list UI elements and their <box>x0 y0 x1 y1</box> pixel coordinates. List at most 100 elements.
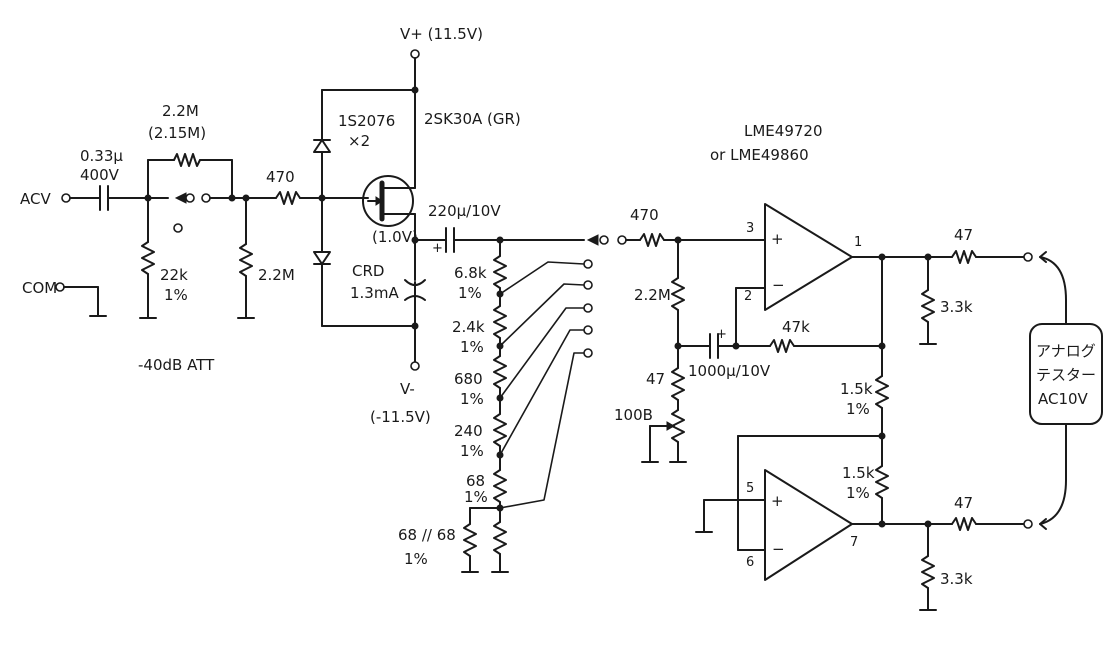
diode-lower-icon <box>313 251 331 265</box>
resistor-1k5-a <box>875 375 889 409</box>
selector-arrow-icon <box>586 234 599 246</box>
jfet-arrow-icon <box>375 196 383 206</box>
out1-terminal <box>1023 252 1033 262</box>
switch-pos-1 <box>583 259 593 269</box>
resistor-3k3-1 <box>921 289 935 323</box>
meter-label-3: AC10V <box>1038 390 1089 408</box>
tap-wire-2 <box>499 283 585 347</box>
resistor-68-par-a <box>463 523 477 557</box>
tap-wire-5 <box>499 352 585 509</box>
node-47k <box>878 342 886 350</box>
label-cap-in: 0.33μ <box>80 147 123 165</box>
label-diode-count: ×2 <box>348 132 370 150</box>
label-1k5-b-tol: 1% <box>846 484 870 502</box>
probe-tip-bot-icon <box>1039 518 1047 530</box>
label-1k5-a: 1.5k <box>840 380 873 398</box>
analog-meter-box <box>1029 323 1103 425</box>
label-1k5-a-tol: 1% <box>846 400 870 418</box>
pin-2: 2 <box>744 289 752 304</box>
label-470-sw: 470 <box>630 206 659 224</box>
switch-pos-5 <box>583 348 593 358</box>
label-1k5-b: 1.5k <box>842 464 875 482</box>
label-100b: 100B <box>614 406 653 424</box>
label-68-tol: 1% <box>464 488 488 506</box>
label-2m2-in: 2.2M <box>634 286 671 304</box>
resistor-68-par-b <box>493 521 507 555</box>
resistor-2m2-fb <box>173 153 201 167</box>
meter-label-1: アナログ <box>1036 342 1096 360</box>
label-vminus: V- <box>400 380 415 398</box>
label-opamp1: LME49720 <box>744 122 823 140</box>
label-cap1000-plus: + <box>716 327 727 342</box>
vminus-terminal <box>410 361 420 371</box>
opamp-2 <box>764 469 853 581</box>
label-bias-v: (1.0V) <box>372 228 418 246</box>
switch-pos-2 <box>583 280 593 290</box>
label-r-fb-alt: (2.15M) <box>148 124 206 142</box>
resistor-47-gain <box>671 367 685 401</box>
jfet-body <box>362 175 414 227</box>
resistor-22k <box>141 241 155 275</box>
resistor-2m2-in <box>671 277 685 311</box>
opamp1-minus: − <box>772 276 785 294</box>
label-47-out1: 47 <box>954 226 973 244</box>
tap-wire-3 <box>499 307 585 399</box>
pin-7: 7 <box>850 535 858 550</box>
node-out2 <box>878 520 886 528</box>
switch-pos-4 <box>583 325 593 335</box>
resistor-1k5-b <box>875 465 889 499</box>
probe-tip-top-icon <box>1039 251 1047 263</box>
label-3k3-2: 3.3k <box>940 570 973 588</box>
label-3k3-1: 3.3k <box>940 298 973 316</box>
label-2k4-tol: 1% <box>460 338 484 356</box>
switch-contact-c <box>173 223 183 233</box>
label-47k: 47k <box>782 318 810 336</box>
pin-6: 6 <box>746 555 754 570</box>
pin-3: 3 <box>746 221 754 236</box>
selector-out <box>617 235 627 245</box>
switch-pos-3 <box>583 303 593 313</box>
pin-1: 1 <box>854 235 862 250</box>
label-cap-in-v: 400V <box>80 166 120 184</box>
label-2k4: 2.4k <box>452 318 485 336</box>
label-22k: 22k <box>160 266 188 284</box>
opamp1-plus: + <box>771 230 784 248</box>
tap-wire-4 <box>499 329 585 456</box>
label-cap220: 220μ/10V <box>428 202 501 220</box>
selector-common <box>599 235 609 245</box>
node-2m2 <box>242 194 250 202</box>
node-vplus <box>411 86 419 94</box>
resistor-6k8 <box>493 255 507 289</box>
label-68: 68 <box>466 472 485 490</box>
label-47-out2: 47 <box>954 494 973 512</box>
label-68par: 68 // 68 <box>398 526 456 544</box>
resistor-47-out2 <box>951 517 977 531</box>
resistor-68 <box>493 469 507 503</box>
node-vminus <box>411 322 419 330</box>
switch-contact-b <box>201 193 211 203</box>
resistor-47k <box>769 339 795 353</box>
resistor-47-out1 <box>951 250 977 264</box>
opamp-1 <box>764 203 853 311</box>
label-240: 240 <box>454 422 483 440</box>
label-fet: 2SK30A (GR) <box>424 110 521 128</box>
resistor-2k4 <box>493 305 507 339</box>
meter-label-2: テスター <box>1036 366 1096 384</box>
opamp2-minus: − <box>772 540 785 558</box>
label-240-tol: 1% <box>460 442 484 460</box>
label-acv: ACV <box>20 190 51 208</box>
label-680: 680 <box>454 370 483 388</box>
label-6k8: 6.8k <box>454 264 487 282</box>
label-2m2-gate: 2.2M <box>258 266 295 284</box>
switch-contact-a <box>185 193 195 203</box>
switch-arrow-icon <box>174 192 187 204</box>
pin-5: 5 <box>746 481 754 496</box>
label-470-in: 470 <box>266 168 295 186</box>
label-cap220-plus: + <box>432 241 443 256</box>
resistor-470-in <box>275 191 301 205</box>
label-com: COM <box>22 279 57 297</box>
label-opamp2: or LME49860 <box>710 146 809 164</box>
acv-terminal <box>61 193 71 203</box>
